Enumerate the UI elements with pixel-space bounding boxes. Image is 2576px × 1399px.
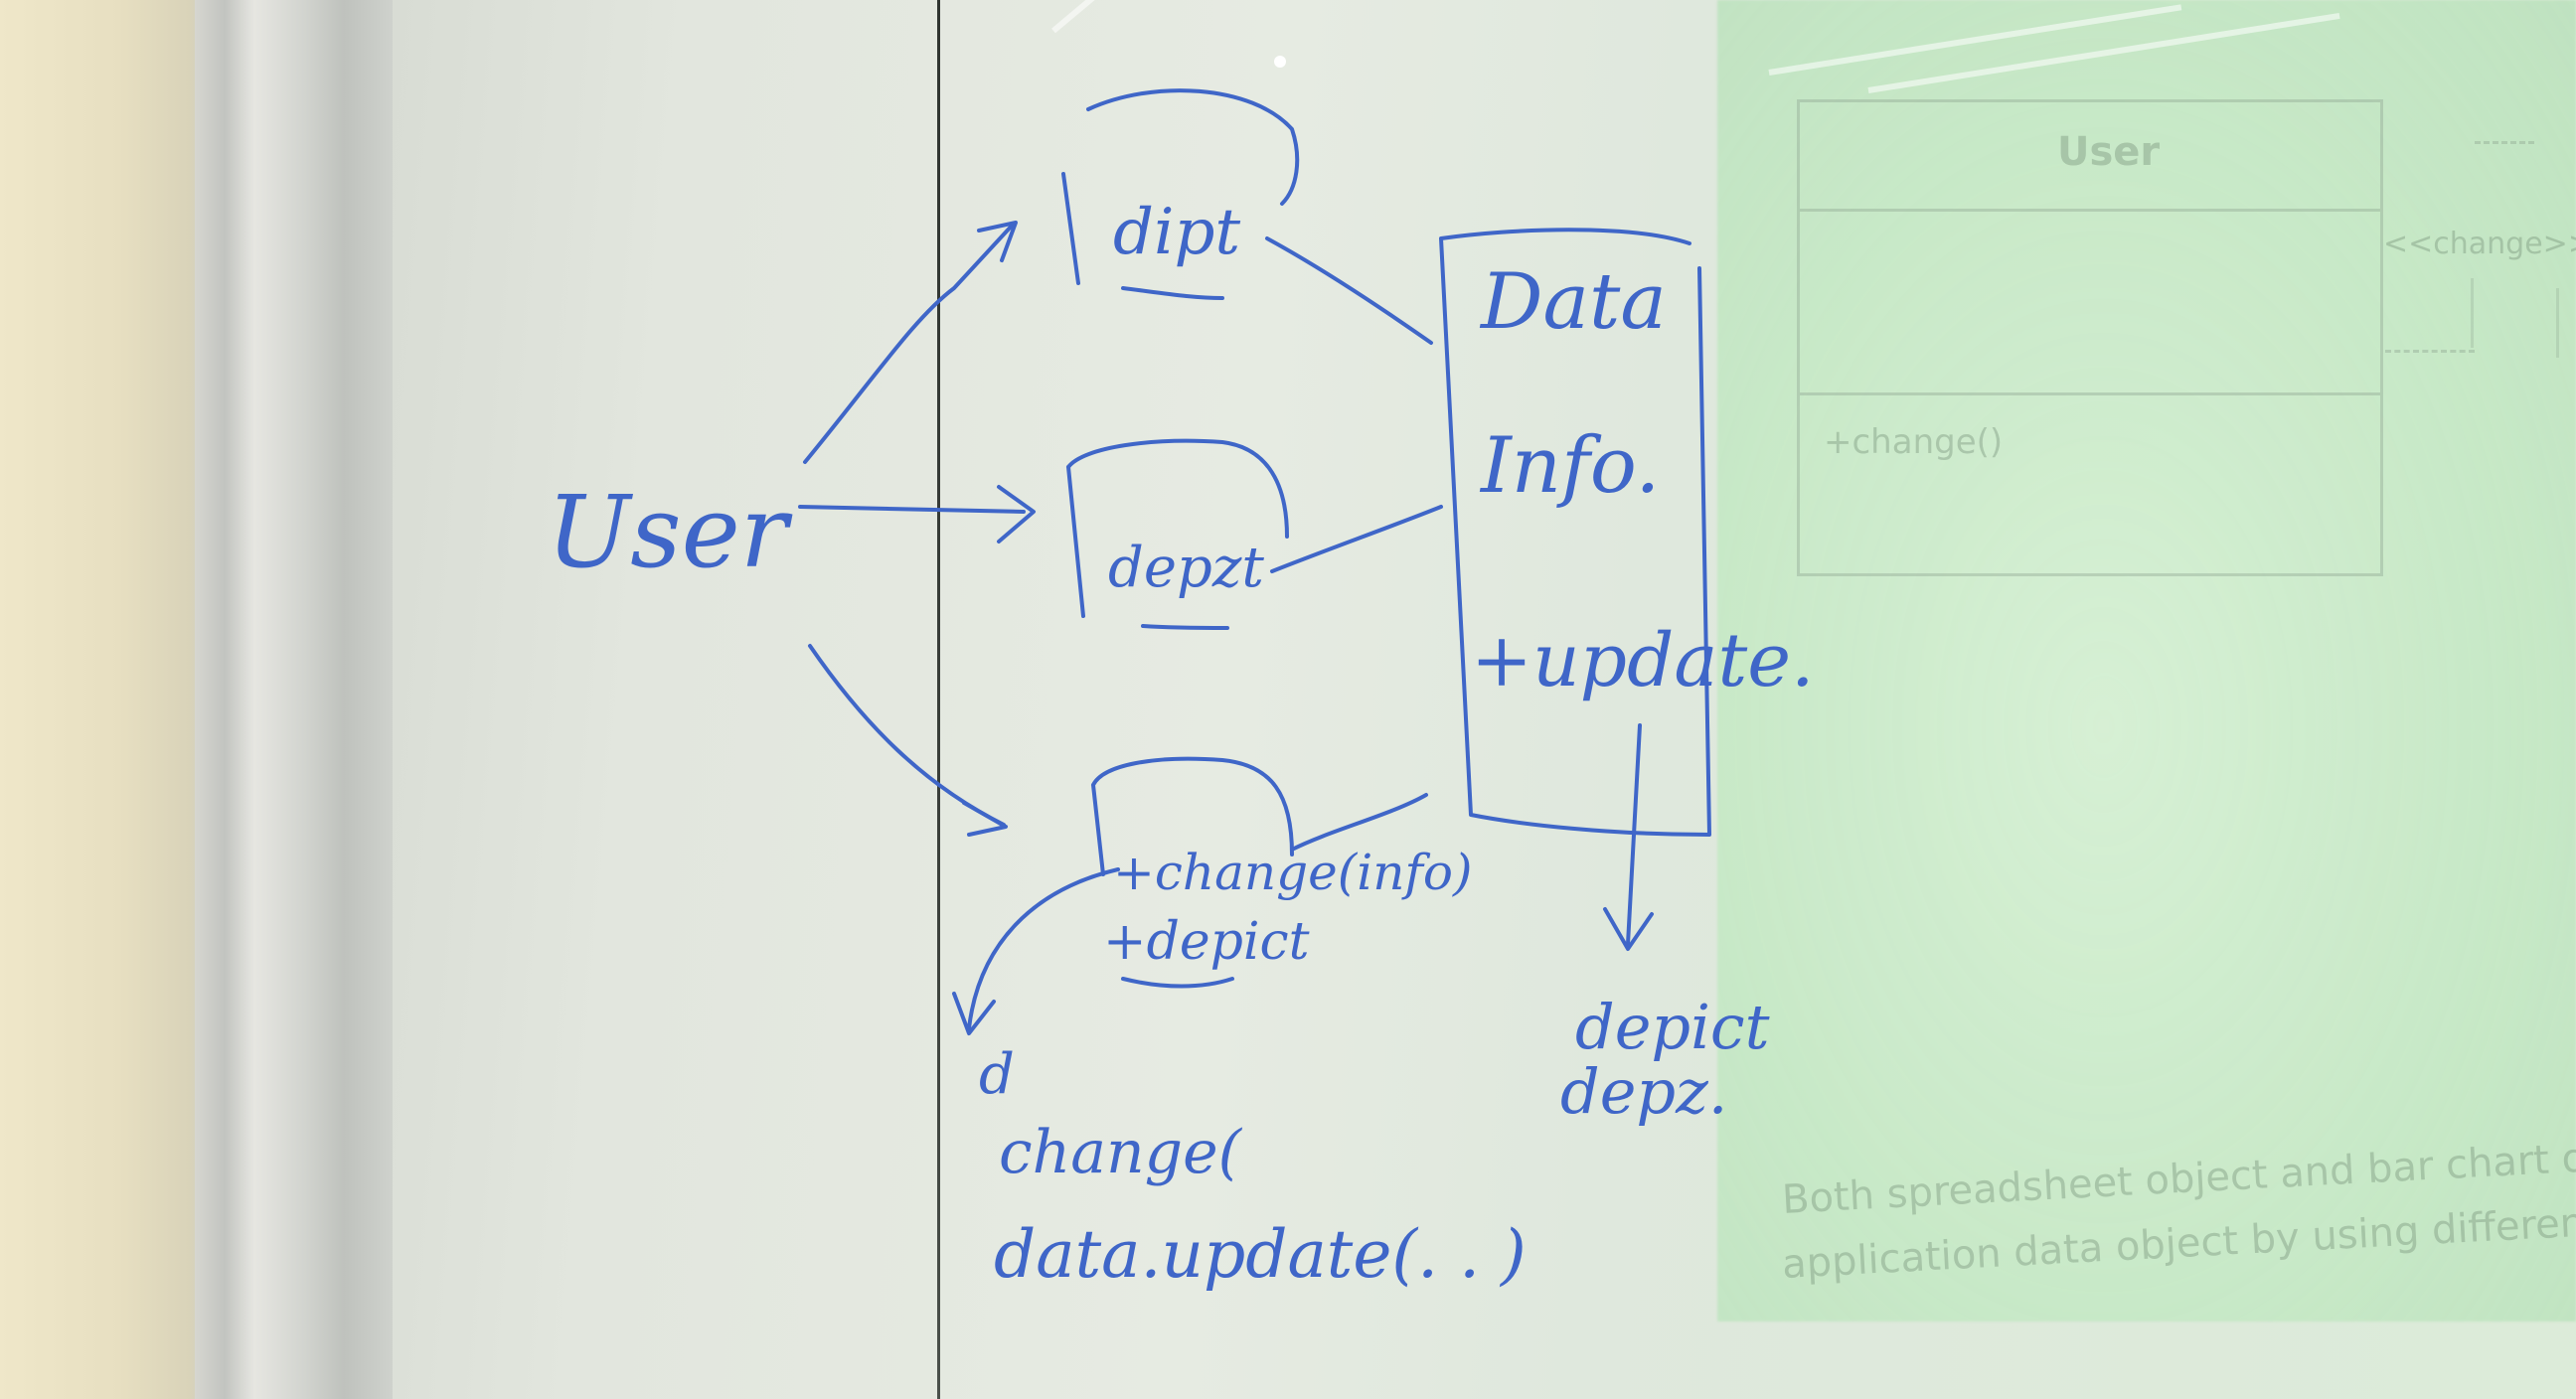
uml-class-name: User <box>2057 129 2161 175</box>
uml-divider <box>1797 392 2383 395</box>
projected-slide <box>1717 0 2576 1321</box>
whiteboard-frame <box>195 0 394 1399</box>
arrow-head <box>977 221 1018 262</box>
uml-divider <box>1797 209 2383 212</box>
arrow-head <box>997 485 1036 544</box>
link-data-to-view-1 <box>1265 236 1433 345</box>
actor-label: User <box>547 474 793 590</box>
view-3-method-2: +depict <box>1103 912 1310 972</box>
data-box-method: +update. <box>1471 618 1815 703</box>
view-1-underline <box>1121 286 1224 300</box>
right-note-2: depz. <box>1560 1055 1727 1128</box>
uml-dashed-link <box>2385 350 2475 353</box>
uml-dashed-link <box>2475 141 2534 144</box>
uml-class-box <box>1797 99 2383 576</box>
uml-link-stub <box>2556 288 2559 358</box>
uml-method: +change() <box>1824 422 2004 462</box>
right-note-1: depict <box>1575 991 1770 1063</box>
uml-link-stub <box>2471 278 2474 348</box>
change-arrow <box>967 867 1120 1030</box>
bottom-note-3: data.update(. . ) <box>994 1216 1527 1293</box>
arrow-head <box>962 801 1008 837</box>
view-1-label: dipt <box>1113 196 1240 269</box>
light-spot <box>1274 56 1286 68</box>
data-box-title: Data <box>1479 257 1667 347</box>
update-arrow <box>1626 723 1642 946</box>
link-data-to-view-2 <box>1270 505 1443 573</box>
arrow-to-view-3 <box>808 644 1006 827</box>
view-3-method-1: +change(info) <box>1113 844 1473 901</box>
whiteboard-seam <box>937 0 940 1399</box>
view-2-underline <box>1141 624 1229 630</box>
view-3-outline <box>1091 756 1294 876</box>
arrow-to-view-2 <box>798 505 1026 514</box>
arrow-head <box>1603 907 1654 951</box>
link-data-to-view-3 <box>1290 793 1428 852</box>
view-2-label: depzt <box>1108 536 1264 600</box>
view-2-outline <box>1066 438 1289 618</box>
arrow-head <box>952 992 996 1035</box>
data-box-attribute: Info. <box>1479 421 1660 511</box>
view-1-outline <box>1061 88 1300 285</box>
bottom-note-1: d <box>979 1042 1015 1107</box>
bottom-note-2: change( <box>999 1118 1243 1187</box>
uml-stereotype: <<change>> <box>2383 227 2576 261</box>
data-box-outline <box>1439 228 1711 837</box>
arrow-to-view-1 <box>803 222 1016 464</box>
view-3-base <box>1121 977 1234 989</box>
